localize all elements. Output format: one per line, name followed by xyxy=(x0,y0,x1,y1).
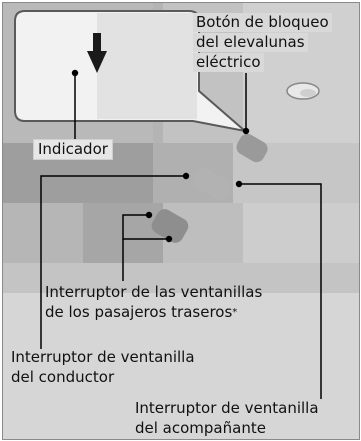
driver-switch-label-1: Interruptor de ventanilla xyxy=(11,348,195,366)
switch-icon xyxy=(151,133,268,243)
panel-block xyxy=(3,263,359,293)
rear-switches-label-text: de los pasajeros traseros xyxy=(45,303,233,321)
diagram-illustration xyxy=(14,10,322,399)
arrow-down-icon xyxy=(87,33,107,73)
callout-shade xyxy=(97,13,197,119)
lock-button-label-3: eléctrico xyxy=(193,53,264,72)
leader-lines xyxy=(40,73,322,399)
lock-button-label-1: Botón de bloqueo xyxy=(193,13,332,32)
rear-switches-footnote-mark: * xyxy=(232,307,238,318)
leader-dots xyxy=(71,69,250,243)
lock-button-label-2: del elevalunas xyxy=(193,33,308,52)
panel-block xyxy=(243,203,359,263)
panel-block xyxy=(3,203,83,263)
door-handle-icon xyxy=(286,82,320,100)
driver-switch-label-2: del conductor xyxy=(11,368,115,386)
rear-switches-label-1: Interruptor de las ventanillas xyxy=(45,283,263,301)
passenger-switch-label-2: del acompañante xyxy=(135,419,266,437)
rear-switches-label-2: de los pasajeros traseros* xyxy=(45,303,237,322)
indicator-label: Indicador xyxy=(33,139,113,160)
passenger-switch-label-1: Interruptor de ventanilla xyxy=(135,399,319,417)
